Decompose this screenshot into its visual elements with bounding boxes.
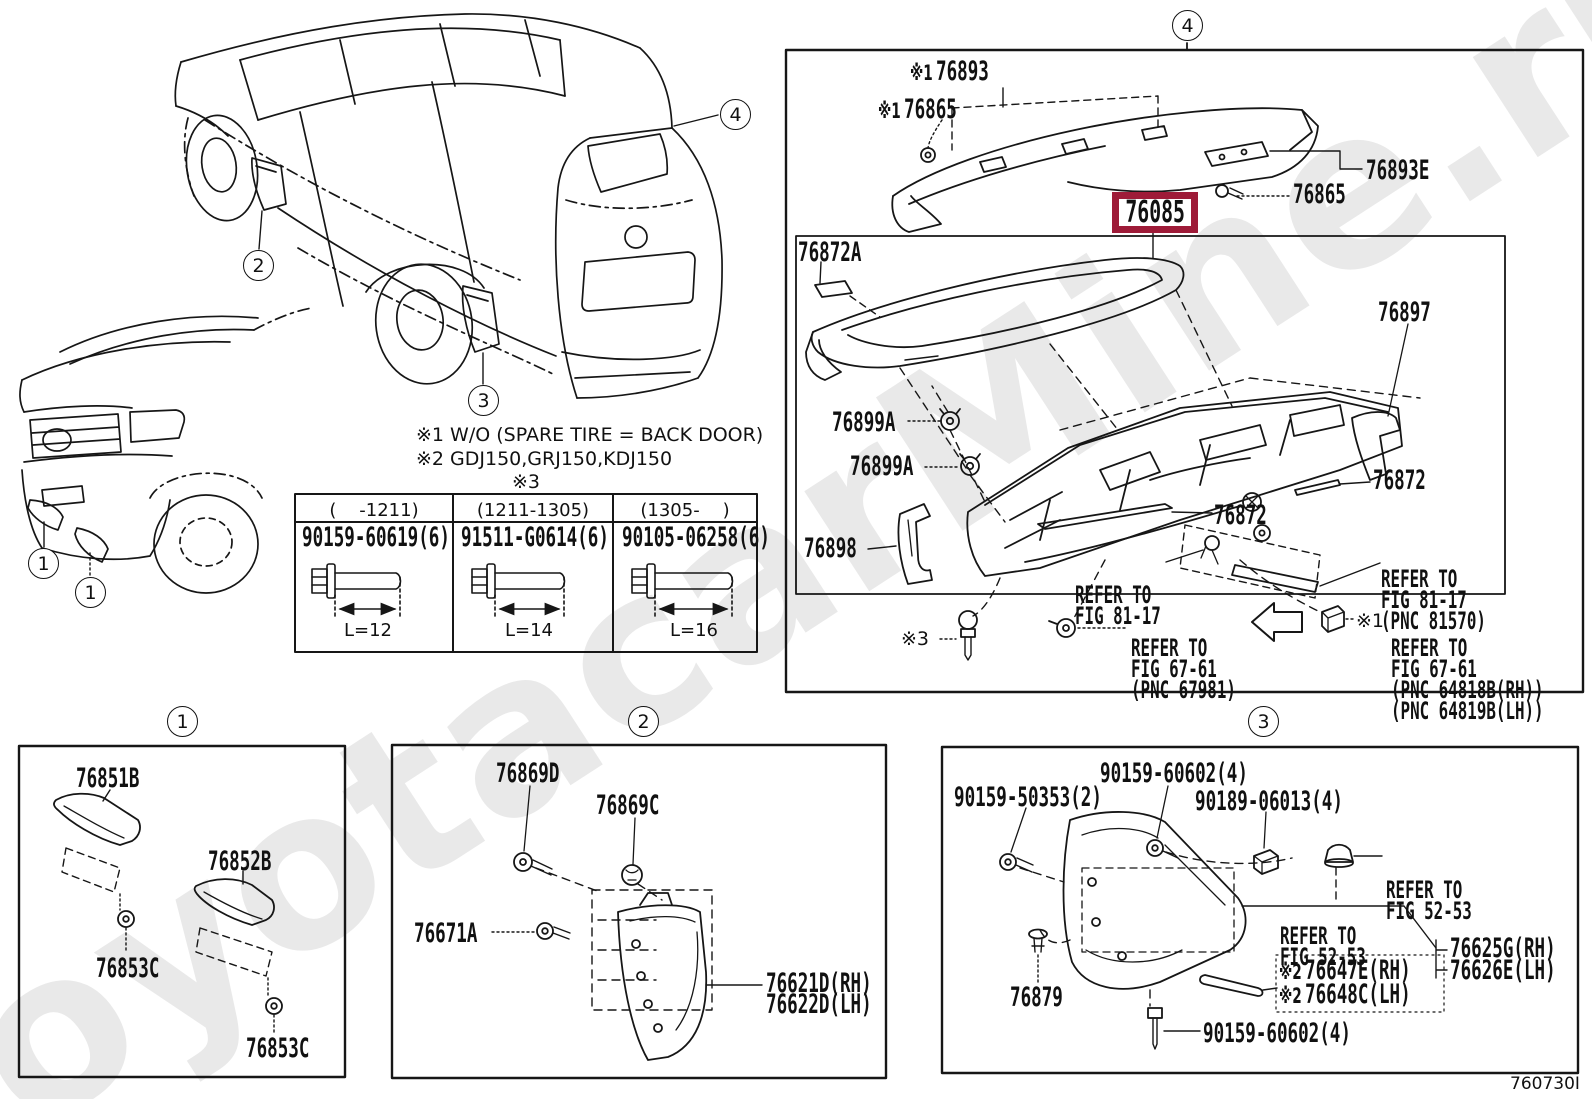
label-76897: 76897 — [1378, 297, 1431, 328]
s1-mudguard-76852B — [193, 870, 283, 1035]
table-period-col3: (1305- ) — [640, 500, 730, 521]
s4-bracket-76898 — [867, 503, 933, 585]
s2-mudguard-76621D — [617, 892, 763, 1061]
s4-clips-76899A — [907, 408, 981, 476]
table-length-col2: L=14 — [504, 620, 554, 641]
callout-1-section: 1 — [167, 706, 198, 737]
label-76872-center: 76872 — [1214, 500, 1267, 531]
label-76621D: 76621D(RH) — [766, 968, 872, 999]
car-rear-three-quarter — [174, 13, 723, 399]
bolt-l12 — [311, 563, 402, 617]
label-76626E: 76626E(LH) — [1450, 955, 1556, 986]
label-76625G: 76625G(RH) — [1450, 933, 1556, 964]
table-part-col1: 90159-60619(6) — [302, 522, 450, 553]
s4-pad-76872A — [814, 261, 881, 318]
section1-box — [17, 744, 347, 1079]
section4-box — [784, 48, 1585, 694]
label-76085-highlighted: 76085 — [1112, 192, 1198, 233]
label-76671A: 76671A — [414, 918, 478, 949]
s3-screw-90159-60602-top — [1146, 785, 1293, 865]
label-76865-right: 76865 — [1293, 179, 1346, 210]
s3-screw-90159-60602-bottom — [1147, 989, 1201, 1050]
s3-nut-90189-06013 — [1253, 811, 1279, 875]
s1-mudguard-76851B — [53, 789, 141, 953]
s2-screw-76671A — [491, 922, 571, 940]
callout-1-car-b: 1 — [75, 577, 106, 608]
section3-box — [940, 745, 1580, 1075]
note-2: ※2 GDJ150,GRJ150,KDJ150 — [416, 448, 673, 470]
label-note3-mark: ※3 — [901, 628, 930, 650]
label-90159-60602-top: 90159-60602(4) — [1100, 758, 1248, 789]
label-76898: 76898 — [804, 533, 857, 564]
s3-mudguard-rear — [1062, 811, 1247, 990]
section4-inner-box — [795, 235, 1506, 595]
s3-screw-90159-50353 — [999, 807, 1065, 883]
table-part-col3: 90105-06258(6) — [622, 522, 770, 553]
table-part-col2: 91511-G0614(6) — [461, 522, 609, 553]
callout-2-section: 2 — [628, 706, 659, 737]
callout-1-car-a: 1 — [28, 548, 59, 579]
s4-corner-bracket-76897 — [1351, 323, 1409, 481]
s3-retainer-76647E — [1199, 954, 1445, 1013]
label-76852B: 76852B — [208, 846, 272, 877]
s4-back-door-board — [966, 391, 1403, 577]
label-76853C-2: 76853C — [246, 1033, 310, 1064]
label-90159-60602-bottom: 90159-60602(4) — [1203, 1018, 1351, 1049]
s4-spoiler-76085 — [805, 257, 1185, 381]
label-76851B: 76851B — [76, 763, 140, 794]
s2-clip-76869C — [621, 817, 643, 886]
note-1: ※1 W/O (SPARE TIRE = BACK DOOR) — [416, 424, 764, 446]
label-76893E: 76893E — [1366, 155, 1430, 186]
s2-screw-76869D — [513, 785, 553, 876]
figure-code: 760730I — [1510, 1074, 1580, 1094]
car-front-view — [19, 307, 313, 594]
callout-3-car: 3 — [468, 385, 499, 416]
bolt-l14 — [471, 563, 566, 617]
s4-bottom-parts — [939, 602, 1357, 661]
callout-3-section: 3 — [1248, 706, 1279, 737]
table-length-col1: L=12 — [343, 620, 393, 641]
s3-bracket-76625G-leader — [1241, 905, 1448, 979]
callout-4-section: 4 — [1172, 10, 1203, 41]
label-90189-06013: 90189-06013(4) — [1195, 786, 1343, 817]
label-note1-mark: ※1 — [1356, 610, 1385, 632]
s2-projection-dashed — [535, 867, 713, 1011]
table-length-col3: L=16 — [669, 620, 719, 641]
label-76879: 76879 — [1010, 982, 1063, 1013]
label-76872-right: 76872 — [1373, 465, 1426, 496]
callout-2-car: 2 — [243, 250, 274, 281]
label-76869D: 76869D — [496, 758, 560, 789]
s3-clip-fig52-53 — [1324, 843, 1383, 903]
s4-molding-pnc81570 — [1179, 524, 1381, 599]
callout-4-car: 4 — [720, 99, 751, 130]
label-76899A-1: 76899A — [832, 407, 896, 438]
label-76622D: 76622D(LH) — [766, 989, 872, 1020]
label-76899A-2: 76899A — [850, 451, 914, 482]
label-76869C: 76869C — [596, 790, 660, 821]
note-3-table: ※3 — [512, 471, 541, 493]
label-76853C-1: 76853C — [96, 953, 160, 984]
label-90159-50353: 90159-50353(2) — [954, 782, 1102, 813]
s4-moldings-76872 — [1024, 479, 1371, 565]
s4-back-door-garnish-76893 — [891, 87, 1319, 233]
label-76872A: 76872A — [798, 237, 862, 268]
s4-bracket-76893E-and-screw-76865 — [1204, 141, 1363, 200]
table-period-col2: (1211-1305) — [476, 500, 590, 521]
s3-rivet-76879 — [1028, 928, 1071, 985]
section2-box — [390, 743, 888, 1080]
table-period-col1: ( -1211) — [329, 500, 419, 521]
bolt-table-grid — [294, 493, 758, 653]
bolt-l16 — [631, 563, 734, 617]
